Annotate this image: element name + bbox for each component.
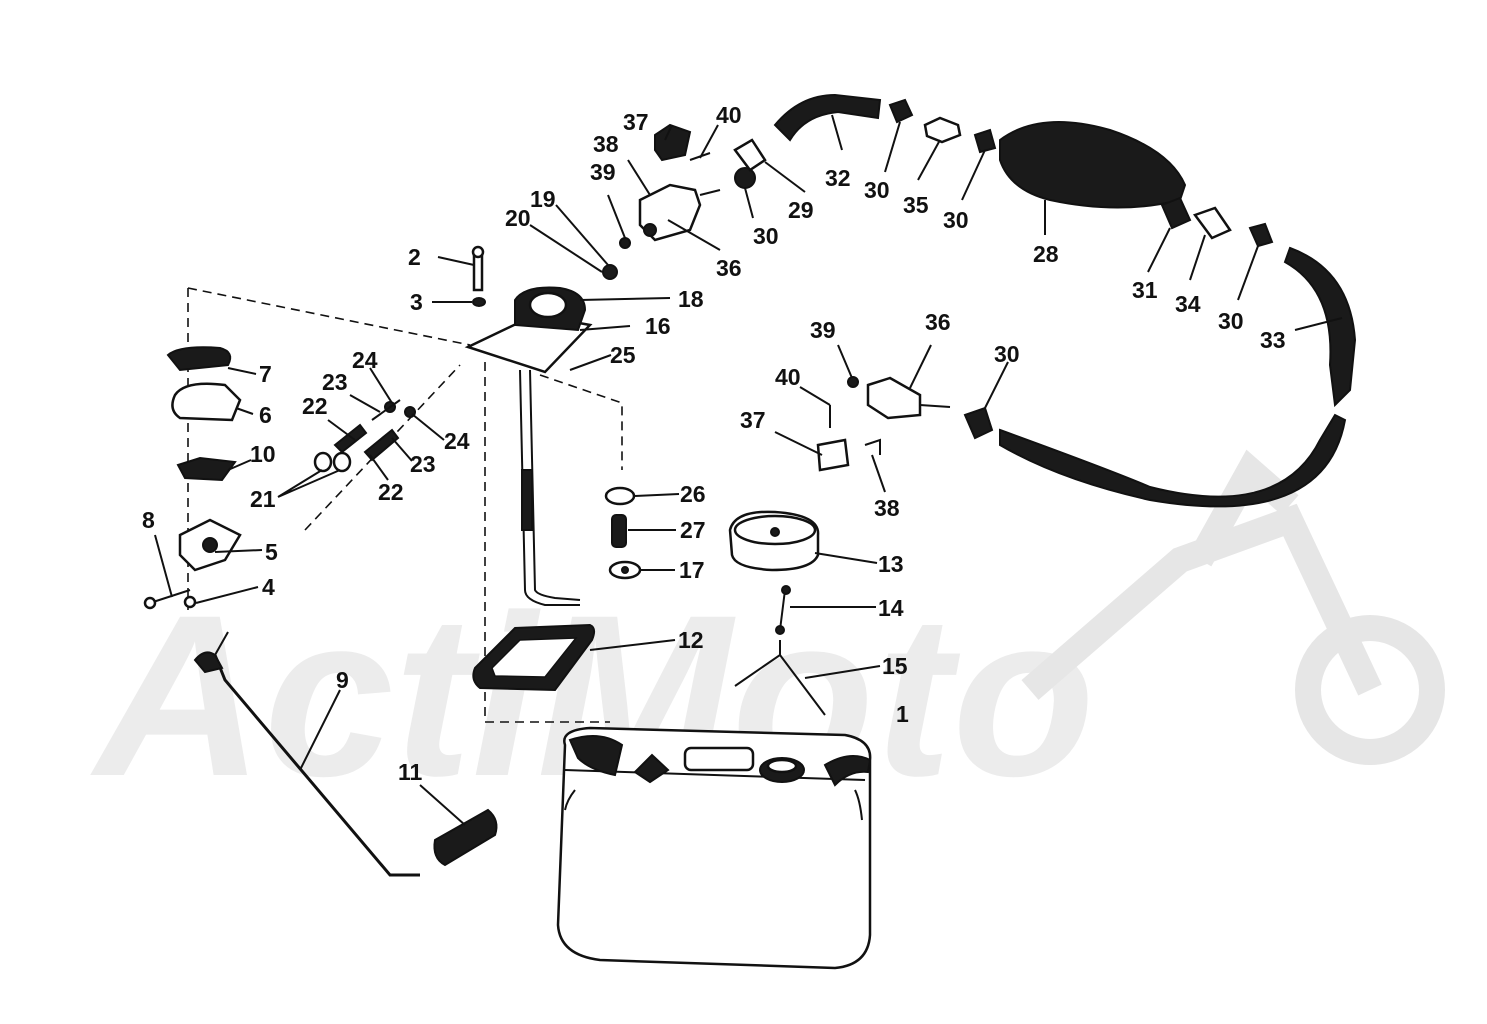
fuel-tank — [556, 726, 872, 970]
callout-3: 3 — [410, 289, 423, 315]
screw-assembly — [471, 245, 486, 307]
callout-24b: 24 — [444, 428, 470, 454]
callout-35: 35 — [903, 192, 929, 218]
fuel-pickup-assembly — [464, 286, 593, 606]
callout-6: 6 — [259, 402, 272, 428]
callout-8: 8 — [142, 507, 155, 533]
callout-38a: 38 — [593, 131, 619, 157]
callout-9: 9 — [336, 667, 349, 693]
gasket — [472, 623, 596, 692]
callout-26: 26 — [680, 481, 706, 507]
lower-fuel-line — [816, 246, 1357, 508]
callout-37b: 37 — [740, 407, 766, 433]
callout-39b: 39 — [810, 317, 836, 343]
callout-18: 18 — [678, 286, 704, 312]
upper-fuel-line — [602, 93, 1274, 280]
callout-33: 33 — [1260, 327, 1286, 353]
watermark-wheel — [1295, 615, 1445, 765]
callout-20: 20 — [505, 205, 531, 231]
callout-27: 27 — [680, 517, 706, 543]
callout-36a: 36 — [716, 255, 742, 281]
springs-and-pins — [313, 399, 416, 473]
callout-40b: 40 — [775, 364, 801, 390]
callout-25: 25 — [610, 342, 636, 368]
callout-23a: 23 — [322, 369, 348, 395]
callout-30c: 30 — [943, 207, 969, 233]
callout-5: 5 — [265, 539, 278, 565]
callout-36b: 36 — [925, 309, 951, 335]
callout-leader-lines — [154, 114, 1343, 826]
callout-16: 16 — [645, 313, 671, 339]
callout-22a: 22 — [302, 393, 328, 419]
callout-12: 12 — [678, 627, 704, 653]
callout-7: 7 — [259, 361, 272, 387]
callout-37a: 37 — [623, 109, 649, 135]
callout-22b: 22 — [378, 479, 404, 505]
callout-30a: 30 — [864, 177, 890, 203]
callout-23b: 23 — [410, 451, 436, 477]
callout-39a: 39 — [590, 159, 616, 185]
callout-30b: 30 — [753, 223, 779, 249]
float-arm — [193, 631, 498, 877]
callout-19: 19 — [530, 186, 556, 212]
callout-21: 21 — [250, 486, 276, 512]
callout-13: 13 — [878, 551, 904, 577]
callout-31: 31 — [1132, 277, 1158, 303]
callout-4: 4 — [262, 574, 275, 600]
callout-15: 15 — [882, 653, 908, 679]
callout-40a: 40 — [716, 102, 742, 128]
callout-28: 28 — [1033, 241, 1059, 267]
callout-17: 17 — [679, 557, 705, 583]
callout-14: 14 — [878, 595, 904, 621]
tank-cap-assembly — [728, 510, 826, 716]
callout-numbers: 1 2 3 4 5 6 7 8 9 10 11 12 13 14 15 16 1… — [142, 102, 1286, 785]
callout-24a: 24 — [352, 347, 378, 373]
callout-30e: 30 — [994, 341, 1020, 367]
callout-10: 10 — [250, 441, 276, 467]
callout-34: 34 — [1175, 291, 1201, 317]
callout-32: 32 — [825, 165, 851, 191]
float-parts — [604, 486, 642, 580]
callout-1: 1 — [896, 701, 909, 727]
callout-38b: 38 — [874, 495, 900, 521]
callout-30d: 30 — [1218, 308, 1244, 334]
callout-11: 11 — [398, 759, 423, 785]
callout-2: 2 — [408, 244, 421, 270]
callout-29: 29 — [788, 197, 814, 223]
gauge-parts-left — [143, 346, 242, 610]
